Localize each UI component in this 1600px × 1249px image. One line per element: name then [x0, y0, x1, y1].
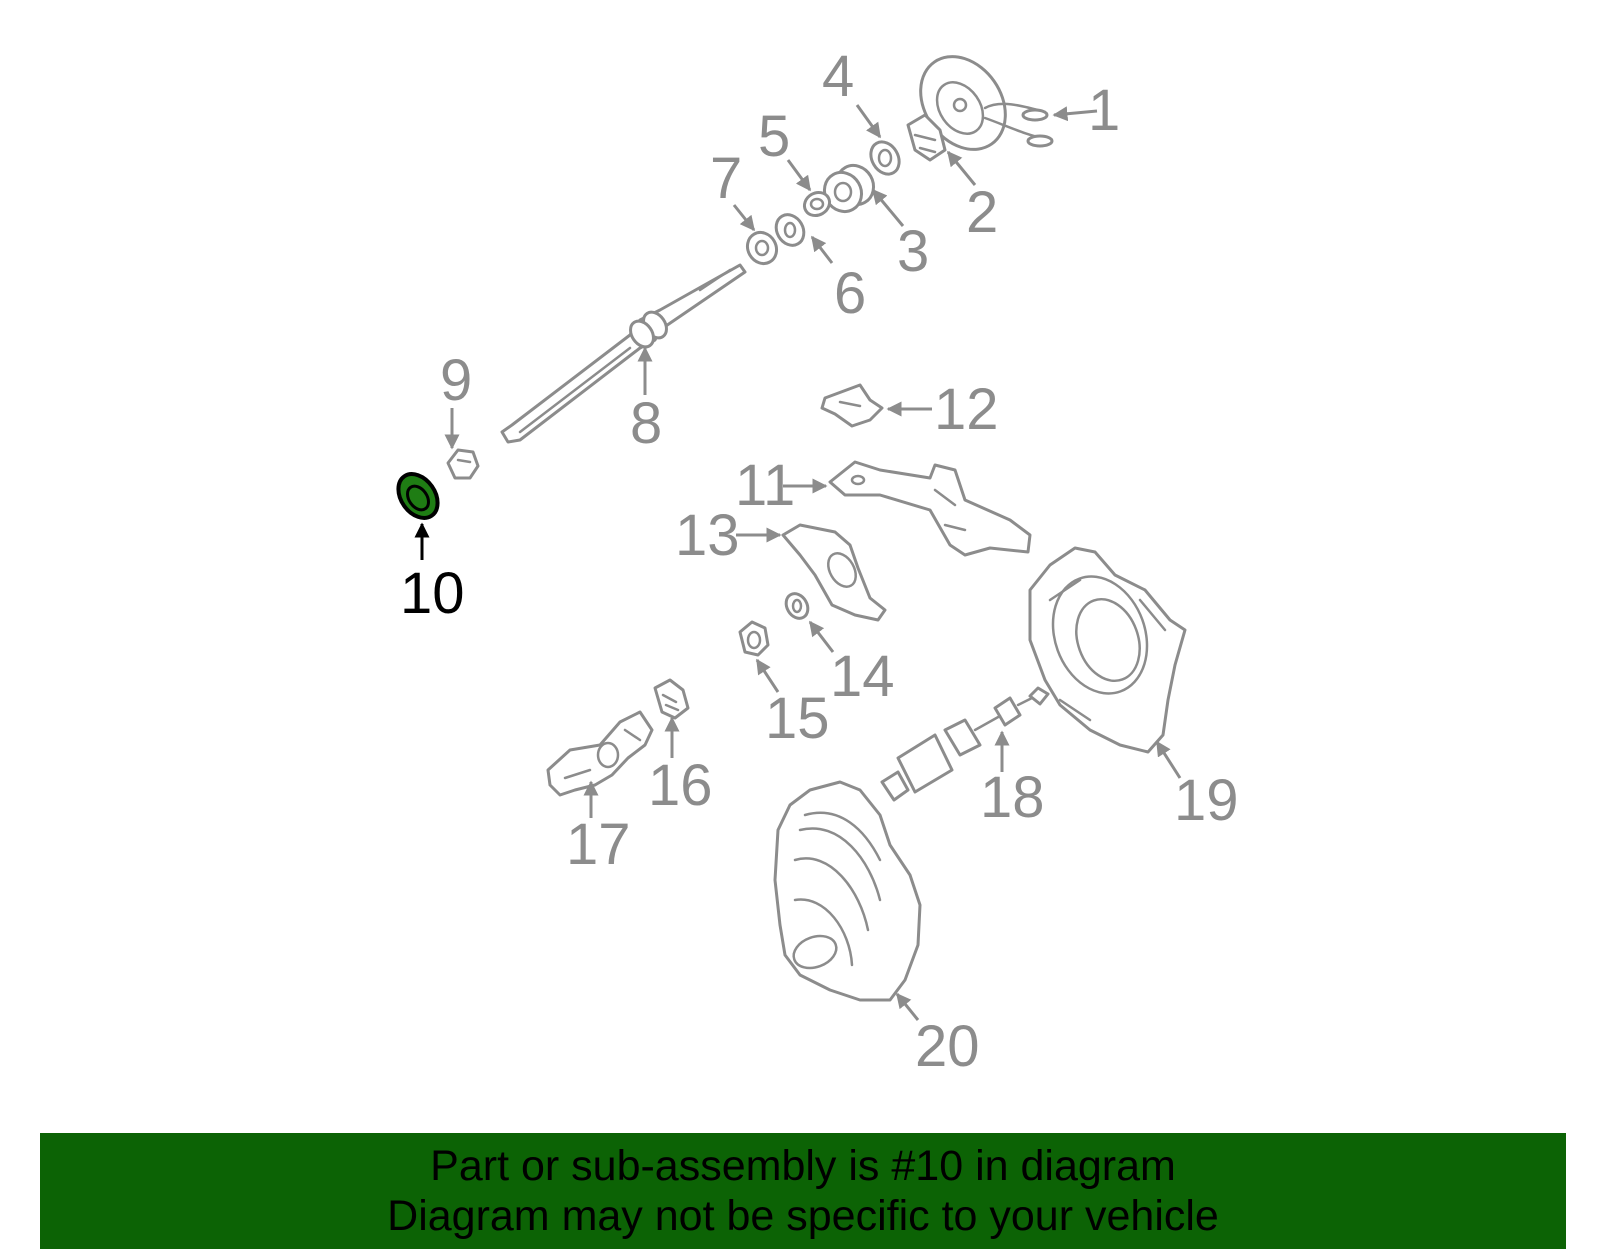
- callout-6: 6: [834, 261, 866, 326]
- part-2-clip: [906, 113, 947, 162]
- banner-line-1: Part or sub-assembly is #10 in diagram: [430, 1142, 1176, 1190]
- callout-1: 1: [1088, 78, 1120, 143]
- callout-5: 5: [758, 104, 790, 169]
- part-10-washer: [396, 472, 440, 520]
- callout-12: 12: [934, 377, 999, 442]
- part-14-bushing: [784, 592, 810, 620]
- leader-lines: [414, 104, 1182, 1021]
- part-15-nut: [738, 620, 770, 657]
- callout-18: 18: [980, 765, 1045, 830]
- info-banner: Part or sub-assembly is #10 in diagram D…: [40, 1133, 1566, 1249]
- part-7-nut: [745, 230, 779, 266]
- part-19-column-cover: [1028, 546, 1187, 754]
- callout-15: 15: [765, 686, 830, 751]
- part-4-washer: [869, 140, 901, 176]
- callout-3: 3: [897, 219, 929, 284]
- callout-10: 10: [400, 561, 465, 626]
- part-16-nut: [653, 678, 690, 720]
- callout-19: 19: [1174, 768, 1239, 833]
- part-6-washer: [774, 213, 806, 247]
- part-9-nut: [446, 448, 480, 480]
- callout-11: 11: [735, 453, 795, 518]
- callout-8: 8: [630, 391, 662, 456]
- callout-14: 14: [830, 644, 895, 709]
- part-5-ring: [802, 190, 832, 218]
- part-20-lower-cover: [773, 780, 922, 1002]
- callout-17: 17: [566, 812, 631, 877]
- part-13-bearing-housing: [781, 523, 887, 622]
- callout-13: 13: [675, 503, 740, 568]
- part-8-steering-shaft: [500, 263, 747, 444]
- part-11-bracket: [828, 460, 1032, 557]
- part-17-universal-joint: [546, 710, 654, 797]
- part-18-intermediate-shaft: [880, 686, 1050, 802]
- part-1-contact-plate: [919, 55, 1054, 151]
- callout-16: 16: [648, 753, 713, 818]
- callout-20: 20: [915, 1014, 980, 1079]
- callout-9: 9: [440, 348, 472, 413]
- callout-4: 4: [822, 44, 854, 109]
- banner-line-2: Diagram may not be specific to your vehi…: [387, 1192, 1219, 1240]
- callout-7: 7: [710, 146, 742, 211]
- part-12-bracket-clip: [820, 383, 884, 428]
- callout-2: 2: [966, 180, 998, 245]
